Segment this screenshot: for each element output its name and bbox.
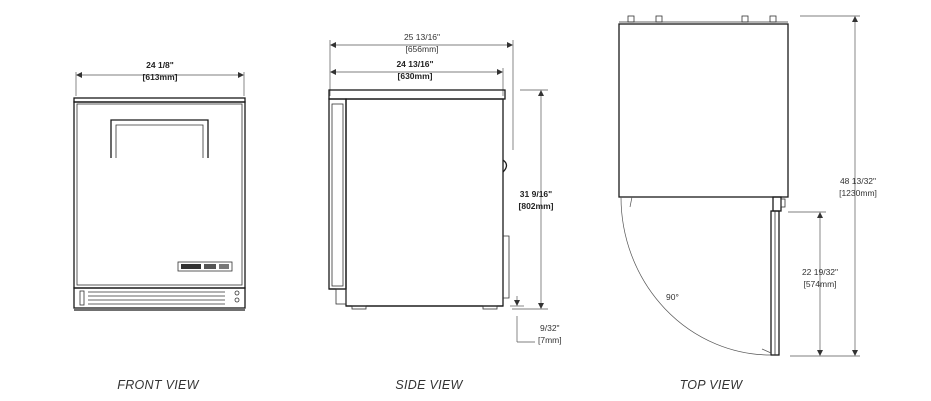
side-foot-in: 9/32" xyxy=(540,323,560,333)
side-view-caption: SIDE VIEW xyxy=(395,378,463,392)
side-overall-depth-mm: [656mm] xyxy=(405,44,438,54)
top-door-swing-in: 22 19/32" xyxy=(802,267,838,277)
side-cabinet-depth-in: 24 13/16" xyxy=(396,59,433,69)
top-door-swing-mm: [574mm] xyxy=(803,279,836,289)
front-width-in: 24 1/8" xyxy=(146,60,174,70)
top-view: 90° 48 13/32" [1230mm] 22 19/32" [574mm]… xyxy=(618,15,877,392)
side-overall-depth-in: 25 13/16" xyxy=(404,32,440,42)
side-height-in: 31 9/16" xyxy=(520,189,552,199)
front-view: 24 1/8" [613mm] FRONT VIEW xyxy=(73,60,246,392)
top-view-caption: TOP VIEW xyxy=(680,378,744,392)
front-width-mm: [613mm] xyxy=(143,72,178,82)
side-view: 25 13/16" [656mm] 24 13/16" [630mm] 31 9… xyxy=(328,32,562,392)
top-door-open-mm: [1230mm] xyxy=(839,188,877,198)
front-view-caption: FRONT VIEW xyxy=(117,378,199,392)
side-cabinet-depth-mm: [630mm] xyxy=(398,71,433,81)
top-door-open-in: 48 13/32" xyxy=(840,176,876,186)
top-angle: 90° xyxy=(666,292,679,302)
side-height-mm: [802mm] xyxy=(519,201,554,211)
side-foot-mm: [7mm] xyxy=(538,335,562,345)
